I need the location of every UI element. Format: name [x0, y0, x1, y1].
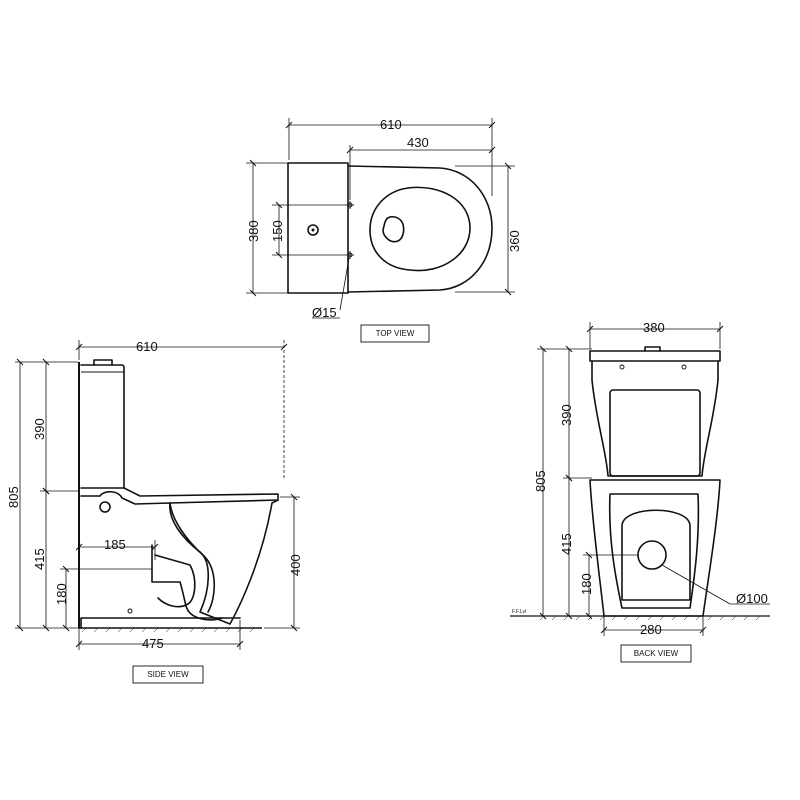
top-dim-380: 380: [246, 159, 288, 297]
side-dim-185-label: 185: [104, 537, 126, 552]
top-dim-360-label: 360: [507, 230, 522, 252]
back-dim-180: 180: [579, 551, 638, 620]
side-view-flush-button: [93, 359, 113, 366]
side-dim-805-label: 805: [6, 486, 21, 508]
back-dim-805-label: 805: [533, 470, 548, 492]
side-dim-390-label: 390: [32, 418, 47, 440]
side-view-label: SIDE VIEW: [147, 670, 189, 679]
back-dim-390-label: 390: [559, 404, 574, 426]
top-view-pan-outline: [347, 165, 493, 293]
side-view-inner-bowl: [169, 502, 216, 613]
side-dim-400-label: 400: [288, 554, 303, 576]
side-view-floor-hatch: [81, 627, 255, 633]
side-dim-610: 610: [75, 339, 288, 480]
top-dim-380-label: 380: [246, 220, 261, 242]
top-view-label-box: [360, 324, 430, 343]
back-view-label-box: [620, 644, 692, 663]
top-view-label: TOP VIEW: [376, 329, 415, 338]
side-view-label-box: [132, 665, 204, 684]
back-dim-180-label: 180: [579, 573, 594, 595]
side-view: 610 805 390 415 185 180: [6, 339, 303, 684]
back-dim-380-label: 380: [643, 320, 665, 335]
back-view-cistern: [591, 360, 719, 477]
back-view-outlet-shroud: [608, 493, 700, 609]
side-view-inlet: [99, 501, 111, 513]
side-view-trap: [154, 554, 196, 608]
back-dim-280: 280: [600, 616, 707, 637]
side-dim-415: 415: [32, 487, 50, 632]
top-view: 610 430 380 150 360: [246, 117, 522, 343]
top-dim-430: 430: [346, 135, 496, 200]
back-dim-805: 805: [533, 345, 592, 620]
side-view-base: [80, 617, 241, 629]
top-view-cistern: [287, 162, 349, 294]
back-view-lid: [589, 350, 721, 362]
back-dim-outlet-label: Ø100: [736, 591, 768, 606]
back-dim-415-label: 415: [559, 533, 574, 555]
back-dim-280-label: 280: [640, 622, 662, 637]
back-view-screw-right: [681, 364, 687, 370]
top-view-seat-outline: [369, 186, 471, 272]
top-dim-610-label: 610: [380, 117, 402, 132]
back-view-label: BACK VIEW: [634, 649, 679, 658]
back-dim-380: 380: [586, 320, 724, 349]
top-view-button-dot: [311, 228, 315, 232]
top-dim-610: 610: [285, 117, 496, 196]
top-dim-150-label: 150: [270, 220, 285, 242]
back-view-inner-arch: [621, 509, 691, 601]
side-dim-415-label: 415: [32, 548, 47, 570]
side-dim-185: 185: [75, 537, 159, 560]
side-dim-475: 475: [75, 620, 244, 651]
top-view-bowl-opening: [382, 215, 405, 243]
top-dim-hole-leader: Ø15: [312, 257, 350, 320]
top-view-fixing-hole-bottom: [346, 251, 354, 259]
side-view-bowl: [80, 490, 279, 625]
back-view-floor-label: F.F.Lvl: [512, 609, 526, 615]
side-view-cistern: [80, 364, 125, 489]
back-dim-outlet-leader: Ø100: [661, 564, 770, 606]
top-dim-150: 150: [270, 201, 346, 259]
back-view-flush-button: [644, 346, 661, 352]
side-view-seat: [123, 487, 279, 504]
side-view-fixing-dot: [127, 608, 133, 614]
back-view-screw-left: [619, 364, 625, 370]
top-view-button-hole: [307, 224, 319, 236]
side-dim-180-label: 180: [54, 583, 69, 605]
back-view-recess: [609, 389, 701, 477]
back-dim-415: 415: [559, 474, 574, 620]
top-dim-430-label: 430: [407, 135, 429, 150]
top-view-fixing-hole-top: [346, 201, 354, 209]
side-view-outlet: [151, 544, 223, 621]
back-view: F.F.Lvl 380 805 390 415 180: [510, 320, 770, 663]
side-dim-400: 400: [264, 493, 303, 632]
side-dim-180: 180: [54, 565, 152, 632]
back-dim-390: 390: [559, 345, 592, 482]
side-dim-475-label: 475: [142, 636, 164, 651]
side-dim-390: 390: [32, 358, 79, 495]
top-dim-hole-label: Ø15: [312, 305, 337, 320]
back-view-outlet: [637, 540, 667, 570]
side-dim-610-label: 610: [136, 339, 158, 354]
top-dim-360: 360: [455, 162, 522, 296]
